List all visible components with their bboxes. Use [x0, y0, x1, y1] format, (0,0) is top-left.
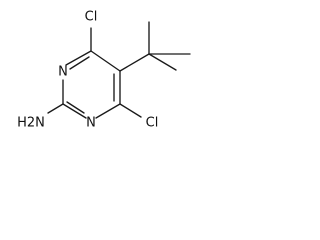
bond-n1-c2-inner [66, 101, 85, 114]
atom-label-n-bottom: N [86, 116, 96, 131]
bond-n3-c4 [65, 50, 92, 66]
bond-c5-tbu [119, 53, 150, 72]
chemical-structure: Cl N N H2N Cl [17, 10, 191, 131]
bond-n3-c4-inner [69, 56, 90, 70]
atom-label-amine: H2N [17, 116, 45, 131]
bond-c6-n1 [95, 103, 121, 119]
atom-label-n-top: N [58, 65, 68, 80]
bond-c2-nh2 [47, 103, 64, 114]
bond-c4-c5 [90, 50, 121, 72]
atom-label-cl-bottom: Cl [146, 116, 159, 131]
bond-c6-cl [119, 103, 142, 118]
atom-label-cl-top: Cl [85, 10, 98, 25]
bond-n1-c2 [62, 103, 87, 119]
bond-tbu-methyl-lower [148, 53, 177, 71]
